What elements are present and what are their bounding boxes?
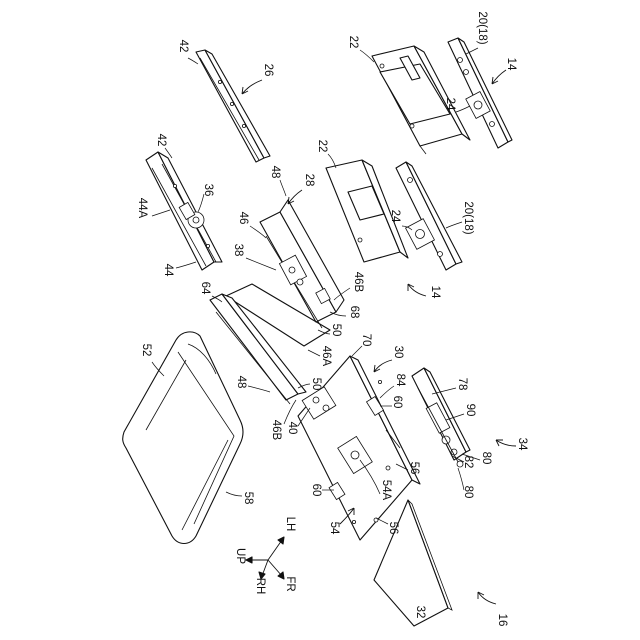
leader-38 (246, 258, 276, 270)
label-l-42-mid: 42 (155, 134, 167, 147)
label-l-42-top: 42 (177, 40, 189, 53)
label-l-78: 78 (456, 378, 468, 391)
direction-indicator (246, 537, 284, 579)
leader-44a (152, 210, 170, 216)
label-l-56-top: 56 (408, 462, 420, 475)
label-l-26: 26 (262, 64, 274, 77)
label-l-16: 16 (496, 614, 508, 627)
arrow-28 (288, 190, 302, 204)
label-l-44: 44 (162, 264, 174, 277)
rail-assembly-44 (146, 152, 222, 270)
label-l-rh: RH (254, 578, 266, 595)
label-l-fr: FR (284, 576, 296, 591)
leader-42-top (188, 58, 198, 64)
arrow-14-mid (408, 284, 426, 296)
leader-48-top (280, 180, 286, 196)
label-l-80-a: 80 (480, 452, 492, 465)
label-l-50-top: 50 (330, 324, 342, 337)
label-l-46: 46 (237, 212, 249, 225)
label-l-28: 28 (303, 174, 315, 187)
label-l-14-top: 14 (505, 58, 517, 71)
label-l-46a: 46A (320, 346, 332, 367)
label-l-30: 30 (392, 346, 404, 359)
label-l-lh: LH (284, 517, 296, 532)
label-l-56-bot: 56 (387, 522, 399, 535)
leader-48-mid (248, 386, 270, 392)
label-l-24-top: 24 (444, 98, 456, 111)
label-l-70: 70 (360, 334, 372, 347)
arrow-34 (496, 440, 516, 446)
label-l-24-mid: 24 (389, 210, 401, 223)
leader-24-top (456, 106, 470, 112)
label-l-up: UP (234, 548, 246, 564)
arrow-16 (478, 592, 496, 604)
label-l-84: 84 (394, 374, 406, 387)
label-l-52: 52 (140, 344, 152, 357)
arrow-26 (242, 80, 262, 94)
label-l-34: 34 (516, 438, 528, 451)
arrow-14-top (492, 70, 506, 84)
label-l-82: 82 (462, 456, 474, 469)
label-l-60-left: 60 (310, 484, 322, 497)
label-l-32: 32 (414, 606, 426, 619)
label-l-22-mid: 22 (316, 140, 328, 153)
rail-26 (196, 50, 270, 162)
label-l-90: 90 (464, 404, 476, 417)
label-l-64: 64 (199, 282, 211, 295)
label-l-40: 40 (286, 422, 298, 435)
label-l-46b-mid: 46B (270, 420, 282, 441)
leader-58 (226, 492, 242, 496)
leader-46a (308, 350, 320, 356)
seat-cushion-52 (123, 332, 243, 544)
label-l-20-18-top: 20(18) (476, 11, 488, 44)
leader-36 (198, 194, 204, 212)
label-l-48-mid: 48 (235, 376, 247, 389)
label-l-20-18-mid: 20(18) (462, 201, 474, 234)
arrow-30 (374, 360, 392, 372)
label-l-54: 54 (328, 522, 340, 535)
leader-70 (352, 346, 362, 356)
label-l-22-top: 22 (347, 36, 359, 49)
label-l-68: 68 (348, 306, 360, 319)
label-l-80-b: 80 (462, 486, 474, 499)
label-l-54a: 54A (380, 480, 392, 501)
rail-frame-28 (210, 200, 344, 404)
label-l-48-top: 48 (269, 166, 281, 179)
label-l-14-mid: 14 (429, 286, 441, 299)
label-l-58: 58 (242, 492, 254, 505)
cover-plate-32 (374, 500, 452, 626)
label-l-44a: 44A (136, 198, 148, 219)
label-l-50-mid: 50 (310, 378, 322, 391)
leader-44 (176, 262, 196, 268)
leader-20-18-mid (446, 222, 462, 228)
label-l-60-right: 60 (391, 396, 403, 409)
label-l-46b-top: 46B (352, 272, 364, 293)
label-l-36: 36 (202, 184, 214, 197)
label-l-38: 38 (232, 244, 244, 257)
